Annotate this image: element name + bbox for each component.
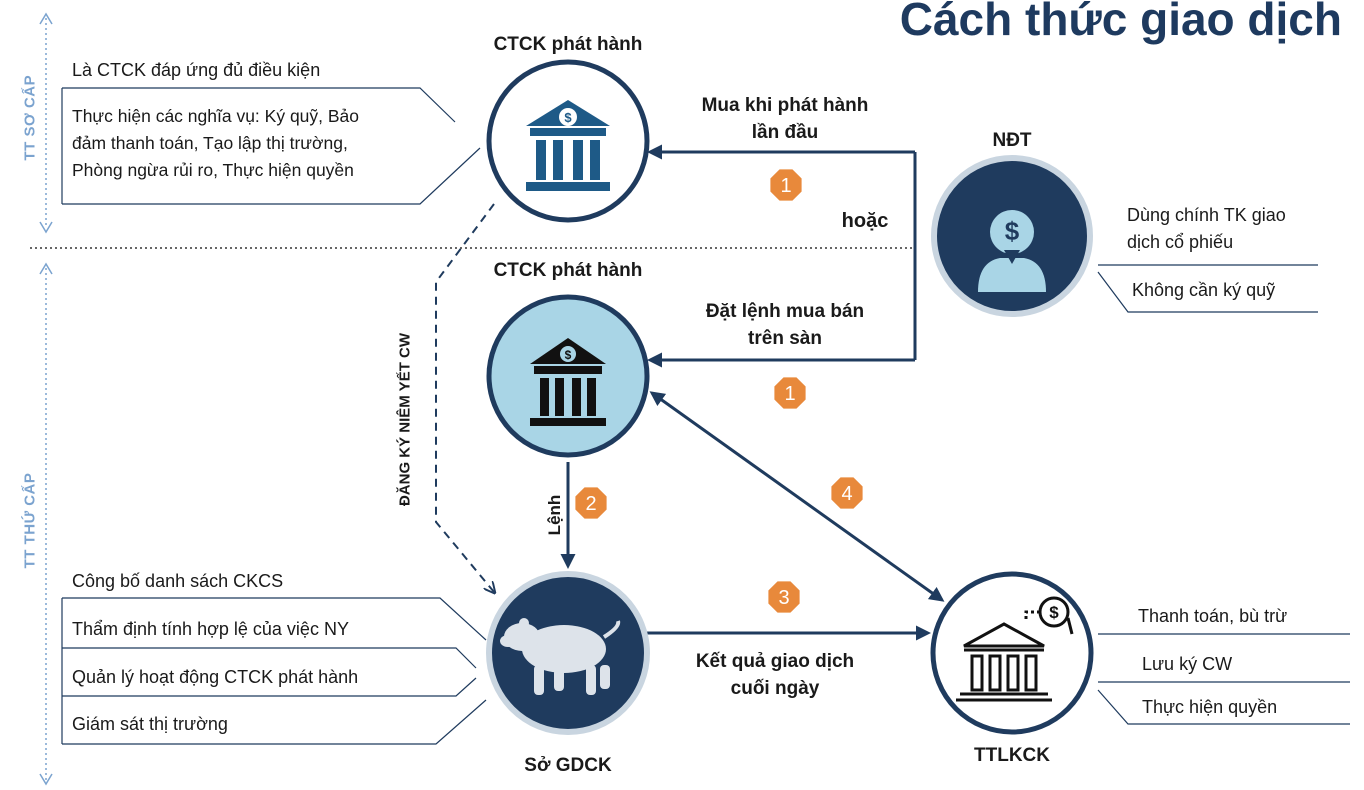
step-badge-number: 1 [784,383,795,405]
issuer-note-eligible: Là CTCK đáp ứng đủ điều kiện [72,60,321,80]
step-badge-2: 2 [573,485,609,521]
depository-label: TTLKCK [974,745,1050,766]
exchange-note-supervise: Giám sát thị trường [72,714,228,734]
svg-text:$: $ [1049,603,1059,622]
step-badge-number: 1 [780,175,791,197]
bear-icon [500,618,621,695]
exchange-label: Sở GDCK [524,755,612,776]
step-badge-1: 1 [768,167,804,203]
step-badge-3: 3 [766,579,802,615]
exchange-note-manage: Quản lý hoạt động CTCK phát hành [72,667,359,687]
investor-note-lines [1097,264,1318,313]
depository-note-lines [1097,633,1350,725]
issuer-secondary-label: CTCK phát hành [493,260,643,281]
or-label: hoặc [841,210,889,232]
secondary-market-label: TT THỨ CẤP [21,472,39,569]
investor-to-issuers-arrow [647,144,917,368]
registration-label: ĐĂNG KÝ NIÊM YẾT CW [396,332,414,507]
secondary-side-line [39,262,53,786]
primary-side-line [39,12,53,234]
issuer-note-obligations: Thực hiện các nghĩa vụ: Ký quỹ, Bảo đảm … [72,106,360,180]
step-badge-1: 1 [772,375,808,411]
svg-text:$: $ [1005,216,1020,246]
issuer-note-lines [61,87,481,205]
svg-text:$: $ [565,348,572,362]
issuer-primary-label: CTCK phát hành [493,34,643,55]
page-title: Cách thức giao dịch [899,0,1342,45]
step-badge-4: 4 [829,475,865,511]
issuer-secondary-circle: $ [486,294,650,458]
investor-note-account: Dùng chính TK giao dịch cổ phiếu [1127,205,1286,252]
step-badge-number: 2 [585,493,596,515]
order-label: Lệnh [545,494,564,536]
registration-dashed-arrow [435,203,494,592]
exchange-note-publish: Công bố danh sách CKCS [72,571,284,591]
bank-coin-icon: $ [956,596,1074,702]
investor-dollar-icon: $ [978,210,1046,292]
step-badge-number: 4 [841,483,852,505]
step-badge-number: 3 [778,587,789,609]
primary-market-label: TT SƠ CẤP [21,74,39,161]
eod-result-label: Kết quả giao dịch cuối ngày [695,651,855,699]
exchange-note-lines [61,597,487,745]
order-on-exchange-label: Đặt lệnh mua bán trên sàn [705,301,865,349]
depository-circle: $ [930,571,1094,735]
depository-note-custody: Lưu ký CW [1142,654,1233,674]
investor-circle: $ [931,155,1093,317]
investor-note-no-margin: Không cần ký quỹ [1132,280,1276,300]
settlement-arrow [649,391,945,602]
svg-text:$: $ [564,110,572,125]
investor-label: NĐT [992,130,1032,151]
exchange-circle [486,571,650,735]
buy-at-issue-label: Mua khi phát hành lần đầu [701,95,869,143]
bank-dollar-icon: $ [526,100,610,191]
depository-note-rights: Thực hiện quyền [1142,697,1278,717]
issuer-primary-circle: $ [486,59,650,223]
depository-note-settlement: Thanh toán, bù trừ [1138,606,1288,626]
exchange-note-appraise: Thẩm định tính hợp lệ của việc NY [72,619,349,639]
bank-dollar-icon: $ [530,338,606,426]
